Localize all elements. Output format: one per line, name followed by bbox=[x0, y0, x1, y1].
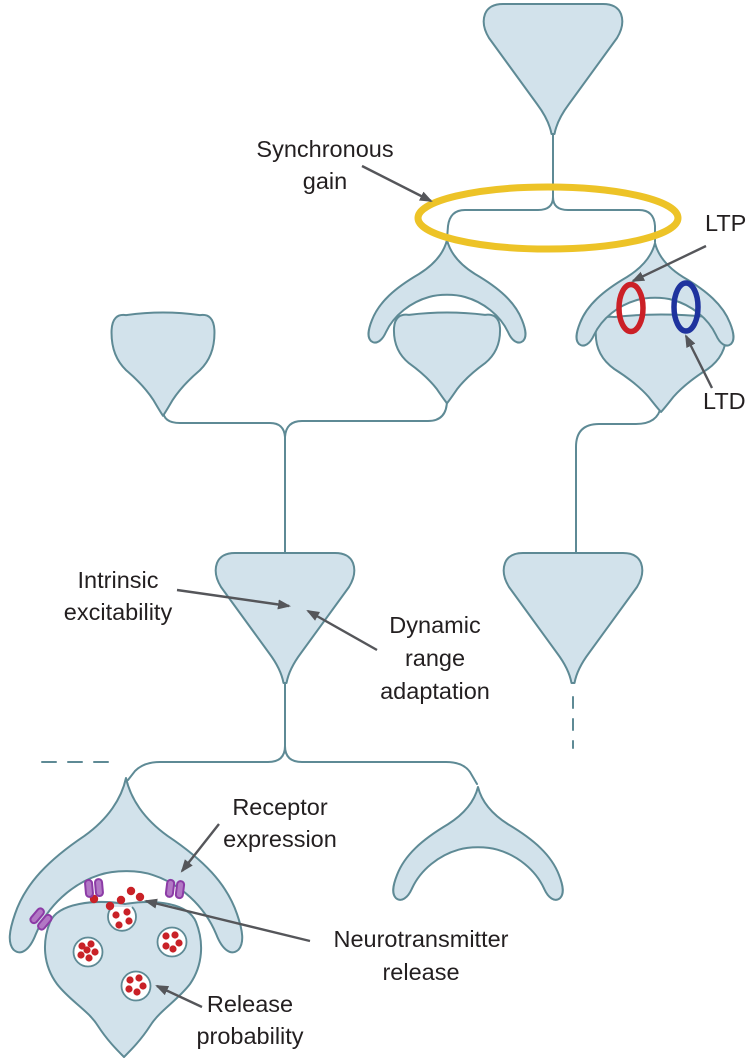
synchronous-gain-ring bbox=[414, 183, 682, 253]
ltd-ring bbox=[671, 280, 701, 334]
right-neuron-soma bbox=[502, 552, 644, 684]
label-receptor-expression: Receptor expression bbox=[223, 794, 337, 852]
release-probability-arrow bbox=[155, 984, 203, 1009]
nt-dot bbox=[135, 892, 145, 902]
receptor-pair-middle bbox=[84, 878, 104, 898]
fusing-vesicle-dots bbox=[112, 908, 133, 929]
nt-dot bbox=[123, 908, 131, 916]
middle-neuron-soma bbox=[214, 552, 356, 684]
label-neurotransmitter-release: Neurotransmitter release bbox=[333, 926, 509, 985]
top-neuron-soma bbox=[482, 3, 624, 135]
ltd-arrow bbox=[684, 334, 714, 389]
left-bouton bbox=[110, 311, 216, 417]
receptor-pair-left bbox=[29, 907, 53, 931]
vesicle-2 bbox=[156, 926, 188, 958]
nt-dot bbox=[116, 895, 126, 905]
label-ltp: LTP bbox=[705, 210, 747, 236]
top-branch-left bbox=[446, 196, 554, 240]
vesicle-3 bbox=[120, 970, 152, 1002]
bottom-branch-right bbox=[284, 745, 478, 785]
detail-synapse-contents bbox=[29, 878, 188, 1002]
synchronous-gain-arrow bbox=[361, 164, 433, 203]
label-intrinsic-excitability: Intrinsic excitability bbox=[63, 567, 173, 625]
nt-dot bbox=[126, 886, 136, 896]
nt-dot bbox=[125, 917, 133, 925]
cleft-neurotransmitter-dots bbox=[89, 886, 145, 911]
left-bouton-axon bbox=[162, 409, 286, 555]
label-synchronous-gain: Synchronous gain bbox=[256, 136, 394, 194]
label-dynamic-range-adaptation: Dynamic range adaptation bbox=[380, 612, 490, 704]
receptor bbox=[164, 878, 176, 898]
nt-dot bbox=[115, 921, 123, 929]
callout-arrows bbox=[144, 164, 714, 1009]
top-branch-right bbox=[552, 196, 656, 243]
label-ltd: LTD bbox=[703, 388, 746, 414]
receptor-pair-right bbox=[164, 878, 186, 900]
receptor bbox=[29, 907, 45, 925]
intrinsic-excitability-arrow bbox=[176, 588, 291, 610]
ltp-bouton-axon bbox=[575, 405, 662, 555]
nt-dot bbox=[112, 911, 120, 919]
neurotransmitter-release-arrow bbox=[144, 898, 311, 943]
receptor-expression-arrow bbox=[180, 823, 220, 873]
axon-lines bbox=[41, 127, 662, 785]
ltp-arrow bbox=[631, 244, 707, 283]
center-postsynaptic-bouton bbox=[392, 311, 502, 405]
receptor bbox=[84, 878, 94, 898]
center-bouton-axon bbox=[284, 399, 448, 438]
receptor bbox=[37, 913, 53, 931]
dynamic-range-arrow bbox=[306, 609, 378, 652]
receptor bbox=[94, 878, 104, 898]
receptor bbox=[174, 880, 186, 900]
bottom-branch-left bbox=[127, 745, 286, 781]
bottom-right-terminal bbox=[392, 785, 564, 901]
ltp-ring bbox=[616, 281, 646, 335]
nt-dot bbox=[105, 901, 115, 911]
vesicle-1 bbox=[72, 936, 104, 968]
label-release-probability: Release probability bbox=[196, 991, 304, 1049]
